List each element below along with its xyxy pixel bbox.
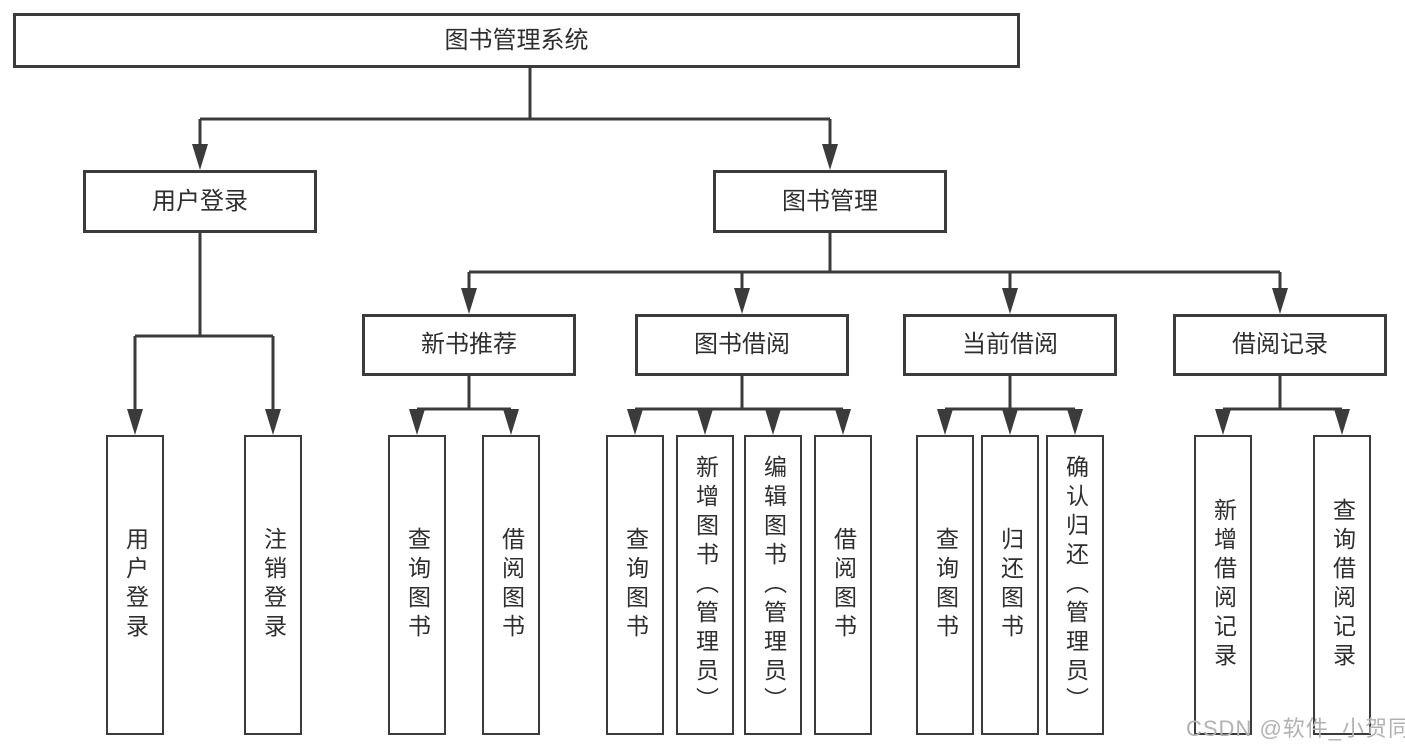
node-library-system: 图书管理系统 — [13, 13, 1020, 68]
node-user-login: 用户登录 — [83, 170, 317, 233]
csdn-watermark: CSDN @软件_小贺同学 — [1186, 716, 1405, 741]
arrow-icon — [1334, 409, 1350, 435]
arrow-icon — [627, 409, 643, 435]
leaf-current-query-books: 查询图书 — [916, 435, 974, 735]
leaf-user-login: 用户登录 — [106, 435, 164, 735]
arrow-icon — [1215, 409, 1231, 435]
arrow-icon — [503, 409, 519, 435]
leaf-recommend-borrow-books: 借阅图书 — [482, 435, 540, 735]
arrow-icon — [1002, 409, 1018, 435]
arrow-icon — [409, 409, 425, 435]
connector-currentborrow-to-leaves — [945, 376, 1075, 411]
arrow-icon — [765, 409, 781, 435]
leaf-borrow-edit-books-admin: 编辑图书（管理员） — [744, 435, 802, 735]
leaf-records-add-record: 新增借阅记录 — [1194, 435, 1252, 735]
connector-newbook-to-leaves — [417, 376, 511, 411]
arrow-icon — [697, 409, 713, 435]
leaf-records-query-record: 查询借阅记录 — [1313, 435, 1371, 735]
node-book-borrow: 图书借阅 — [635, 314, 849, 376]
arrowheads — [127, 144, 1350, 435]
leaf-borrow-add-books-admin: 新增图书（管理员） — [676, 435, 734, 735]
node-current-borrow: 当前借阅 — [903, 314, 1117, 376]
arrow-icon — [835, 409, 851, 435]
connector-borrowrecords-to-leaves — [1223, 376, 1342, 411]
leaf-borrow-query-books: 查询图书 — [606, 435, 664, 735]
arrow-icon — [1002, 288, 1018, 314]
arrow-icon — [265, 409, 281, 435]
arrow-icon — [461, 288, 477, 314]
node-book-management: 图书管理 — [713, 170, 947, 233]
connector-userlogin-to-leaves — [133, 233, 275, 411]
arrow-icon — [127, 409, 143, 435]
arrow-icon — [937, 409, 953, 435]
leaf-recommend-query-books: 查询图书 — [388, 435, 446, 735]
node-borrow-records: 借阅记录 — [1173, 314, 1387, 376]
node-new-book-recommend: 新书推荐 — [362, 314, 576, 376]
connector-bookmgmt-to-level3 — [467, 233, 1282, 290]
arrow-icon — [1067, 409, 1083, 435]
connector-bookborrow-to-leaves — [635, 376, 843, 411]
arrow-icon — [192, 144, 208, 170]
connector-root-to-level2 — [198, 68, 832, 146]
leaf-logout-login: 注销登录 — [244, 435, 302, 735]
leaf-current-return-books: 归还图书 — [981, 435, 1039, 735]
arrow-icon — [1272, 288, 1288, 314]
arrow-icon — [822, 144, 838, 170]
arrow-icon — [734, 288, 750, 314]
leaf-borrow-borrow-books: 借阅图书 — [814, 435, 872, 735]
leaf-current-confirm-return-admin: 确认归还（管理员） — [1046, 435, 1104, 735]
